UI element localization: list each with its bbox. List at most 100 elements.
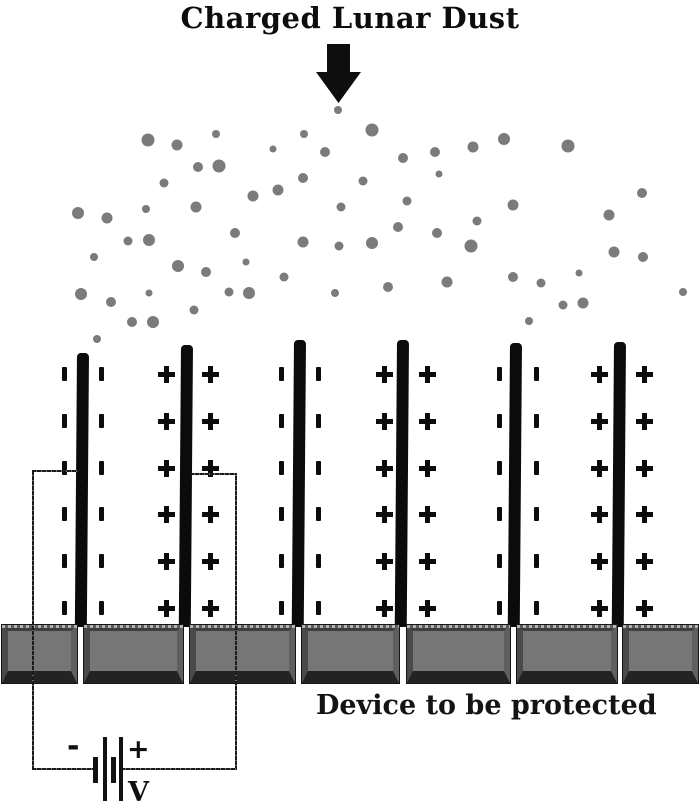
dust-particle (145, 289, 153, 297)
dust-particle (247, 190, 259, 202)
dust-particle (159, 178, 169, 188)
dust-particle (561, 139, 575, 153)
battery-plate-short-1 (93, 757, 98, 783)
dust-particle (72, 207, 84, 219)
negative-charge-mark (496, 507, 502, 521)
dust-particle (358, 176, 368, 186)
positive-charge-mark (418, 412, 436, 430)
negative-charge-mark (315, 367, 321, 381)
negative-charge-mark (98, 367, 104, 381)
negative-charge-mark (278, 507, 284, 521)
dust-particle (93, 335, 101, 343)
dust-particle (430, 147, 440, 157)
positive-charge-mark (635, 459, 653, 477)
dust-particle (189, 305, 199, 315)
positive-charge-mark (157, 459, 175, 477)
down-arrow-icon (316, 44, 361, 103)
wire-bottom-right (121, 768, 237, 770)
positive-charge-mark (375, 552, 393, 570)
dust-particle (558, 300, 568, 310)
dust-particle (141, 133, 155, 147)
negative-charge-mark (61, 554, 67, 568)
negative-charge-mark (533, 461, 539, 475)
positive-charge-mark (590, 505, 608, 523)
positive-charge-mark (590, 412, 608, 430)
negative-charge-mark (278, 601, 284, 615)
negative-charge-mark (496, 414, 502, 428)
battery-plate-long-1 (103, 737, 107, 801)
dust-particle (366, 237, 378, 249)
positive-charge-mark (201, 459, 219, 477)
dust-particle (172, 260, 184, 272)
dust-particle (365, 123, 379, 137)
negative-charge-mark (98, 507, 104, 521)
dust-particle (127, 317, 137, 327)
dust-particle (435, 170, 443, 178)
dust-particle (201, 267, 211, 277)
wire-right-vertical (235, 473, 237, 770)
device-caption: Device to be protected (316, 690, 657, 721)
dust-particle (243, 287, 255, 299)
dust-particle (507, 199, 519, 211)
negative-charge-mark (278, 554, 284, 568)
negative-charge-mark (533, 367, 539, 381)
dust-particle (432, 228, 442, 238)
dust-particle (472, 216, 482, 226)
diagram-title: Charged Lunar Dust (180, 1, 520, 35)
negative-charge-mark (61, 367, 67, 381)
battery-plus-label: + (127, 734, 150, 765)
dust-particle (300, 130, 308, 138)
device-block (84, 625, 183, 683)
dust-particle (171, 139, 183, 151)
positive-charge-mark (375, 459, 393, 477)
negative-charge-mark (496, 461, 502, 475)
dust-particle (577, 297, 589, 309)
dust-particle (393, 222, 403, 232)
positive-charge-mark (418, 505, 436, 523)
dust-particle (336, 202, 346, 212)
positive-charge-mark (201, 365, 219, 383)
positive-charge-mark (635, 552, 653, 570)
device-block (190, 625, 295, 683)
negative-charge-mark (61, 461, 67, 475)
dust-particle (398, 153, 408, 163)
negative-charge-mark (533, 507, 539, 521)
positive-charge-mark (418, 365, 436, 383)
dust-particle (320, 147, 330, 157)
negative-charge-mark (98, 461, 104, 475)
positive-charge-mark (635, 365, 653, 383)
device-block (623, 625, 698, 683)
negative-charge-mark (98, 554, 104, 568)
negative-charge-mark (315, 461, 321, 475)
negative-charge-mark (278, 461, 284, 475)
negative-charge-mark (496, 601, 502, 615)
device-block (407, 625, 510, 683)
negative-charge-mark (496, 554, 502, 568)
wire-left-top (32, 470, 79, 472)
negative-charge-mark (533, 554, 539, 568)
positive-charge-mark (157, 505, 175, 523)
dust-particle (608, 246, 620, 258)
dust-particle (637, 188, 647, 198)
dust-particle (75, 288, 87, 300)
negative-charge-mark (533, 414, 539, 428)
positive-charge-mark (157, 412, 175, 430)
dust-particle (143, 234, 155, 246)
dust-particle (334, 241, 344, 251)
negative-charge-mark (61, 414, 67, 428)
dust-particle (230, 228, 240, 238)
positive-charge-mark (635, 505, 653, 523)
negative-charge-mark (315, 601, 321, 615)
positive-charge-mark (157, 599, 175, 617)
battery-plate-short-2 (111, 757, 116, 783)
positive-charge-mark (201, 412, 219, 430)
dust-particle (441, 276, 453, 288)
device-block (517, 625, 617, 683)
dust-particle (193, 162, 203, 172)
positive-charge-mark (375, 599, 393, 617)
negative-charge-mark (61, 507, 67, 521)
positive-charge-mark (201, 552, 219, 570)
dust-particle (679, 288, 687, 296)
